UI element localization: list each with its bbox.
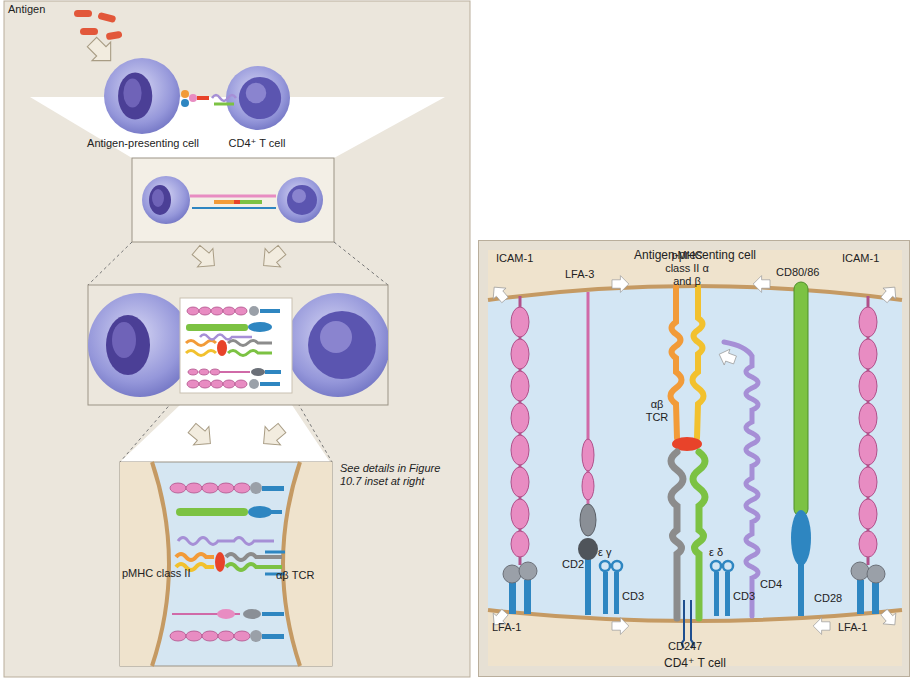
note-text: See details in Figure 10.7 inset at righ… bbox=[340, 462, 458, 488]
cell-node: Antigen-presenting cell bbox=[78, 58, 208, 152]
antigen-particle bbox=[74, 10, 123, 40]
cell-node: CD4⁺ T cell bbox=[212, 64, 302, 152]
part-label: CD2 bbox=[562, 558, 588, 571]
left-panel bbox=[4, 1, 470, 677]
box2-molecules bbox=[190, 196, 276, 208]
part-label: CD3 bbox=[622, 590, 650, 603]
part-label: ε δ bbox=[709, 546, 739, 559]
part-label: CD247 bbox=[668, 640, 708, 653]
part-label: CD4 bbox=[760, 578, 788, 591]
part-label: CD3 bbox=[733, 590, 761, 603]
zoom-box bbox=[88, 285, 390, 405]
part-label: Antigen bbox=[8, 3, 68, 16]
cell-label: Antigen-presenting cell bbox=[78, 137, 208, 150]
part-label: CD80/86 bbox=[776, 266, 836, 279]
part-label: pMHC class II α and β bbox=[662, 249, 712, 288]
zoom-funnel bbox=[120, 405, 330, 462]
cell-label: CD4⁺ T cell bbox=[212, 137, 302, 150]
part-label: αβ TCR bbox=[276, 569, 326, 582]
zoom-box bbox=[120, 462, 332, 666]
inset-panel: Antigen-presenting cellCD4⁺ T cell bbox=[478, 240, 910, 677]
zoom-arrow bbox=[83, 33, 290, 453]
part-label: ICAM-1 bbox=[496, 252, 546, 265]
box3-molecules bbox=[186, 306, 281, 389]
part-label: LFA-1 bbox=[838, 621, 878, 634]
part-label: ICAM-1 bbox=[842, 252, 892, 265]
part-label: pMHC class II bbox=[122, 567, 202, 580]
part-label: CD28 bbox=[814, 592, 846, 605]
part-label: ε γ bbox=[598, 546, 628, 559]
cell-heading: CD4⁺ T cell bbox=[479, 657, 911, 670]
part-label: αβ TCR bbox=[642, 398, 672, 424]
part-label: LFA-3 bbox=[565, 268, 605, 281]
zoom-leader bbox=[88, 242, 388, 462]
part-label: LFA-1 bbox=[492, 621, 532, 634]
zoom-box bbox=[132, 158, 334, 242]
box4-molecules bbox=[170, 482, 285, 642]
